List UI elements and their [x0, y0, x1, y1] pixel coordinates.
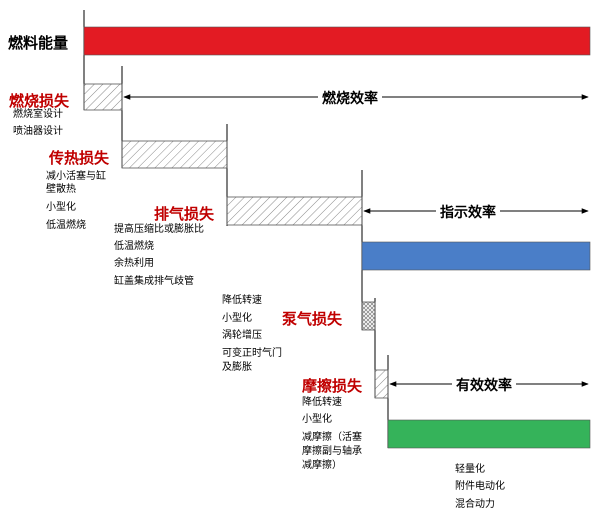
friction-item: 降低转速 [302, 397, 342, 408]
heat-item: 壁散热 [46, 184, 76, 195]
friction-loss-bar [374, 369, 389, 399]
exhaust-loss-bar [226, 196, 363, 226]
effective-item: 混合动力 [455, 499, 495, 510]
pump-loss-title: 泵气损失 [282, 310, 343, 328]
exhaust-loss-title: 排气损失 [154, 205, 215, 223]
exhaust-item: 缸盖集成排气歧管 [114, 276, 194, 287]
combustion-efficiency-label: 燃烧效率 [318, 88, 382, 108]
fuel-energy-bar [83, 26, 591, 56]
combustion-loss-title: 燃烧损失 [9, 92, 70, 110]
combustion-item: 喷油器设计 [13, 126, 63, 137]
heat-loss-bar [121, 140, 228, 169]
exhaust-item: 低温燃烧 [114, 241, 154, 252]
heat-item: 小型化 [46, 202, 76, 213]
effective-item: 轻量化 [455, 464, 485, 475]
effective-efficiency-bar [387, 419, 591, 449]
friction-item: 摩擦副与轴承 [302, 446, 362, 457]
combustion-loss-bar [83, 83, 123, 111]
fuel-energy-label: 燃料能量 [8, 34, 69, 52]
pump-item: 及膨胀 [222, 362, 252, 373]
pump-item: 涡轮增压 [222, 330, 262, 341]
friction-item: 减摩擦） [302, 460, 342, 471]
heat-item: 低温燃烧 [46, 220, 86, 231]
indicated-efficiency-bar [361, 241, 591, 271]
pump-item: 小型化 [222, 313, 252, 324]
friction-item: 小型化 [302, 414, 332, 425]
friction-item: 减摩擦（活塞 [302, 432, 362, 443]
heat-item: 减小活塞与缸 [46, 171, 106, 182]
pump-item: 可变正时气门 [222, 348, 282, 359]
pump-loss-bar [361, 301, 376, 331]
combustion-item: 燃烧室设计 [13, 109, 63, 120]
effective-item: 附件电动化 [455, 481, 505, 492]
indicated-efficiency-label: 指示效率 [436, 202, 500, 222]
pump-item: 降低转速 [222, 295, 262, 306]
friction-loss-title: 摩擦损失 [302, 377, 363, 395]
exhaust-item: 余热利用 [114, 258, 154, 269]
effective-efficiency-label: 有效效率 [452, 375, 516, 395]
heat-loss-title: 传热损失 [49, 149, 110, 167]
exhaust-item: 提高压缩比或膨胀比 [114, 224, 204, 235]
